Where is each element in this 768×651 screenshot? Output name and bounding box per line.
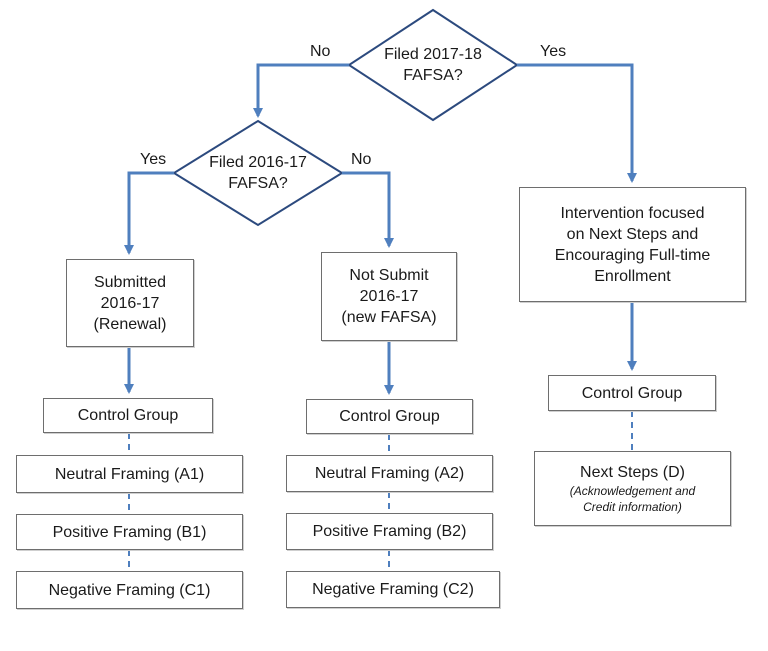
right-control-group: Control Group bbox=[548, 375, 716, 411]
intervention-line2: on Next Steps and bbox=[566, 225, 699, 243]
decision-label-2017-18: Filed 2017-18 FAFSA? bbox=[363, 44, 503, 86]
middle-neutral-framing: Neutral Framing (A2) bbox=[286, 455, 493, 492]
not-submit-line3: (new FAFSA) bbox=[341, 309, 437, 326]
connector-top-yes bbox=[517, 63, 637, 183]
decision-label-2017-18-line2: FAFSA? bbox=[403, 67, 463, 84]
not-submit-new-fafsa-box: Not Submit 2016-17 (new FAFSA) bbox=[321, 252, 457, 341]
next-steps-note-line2: Credit information) bbox=[583, 500, 682, 514]
left-positive-framing: Positive Framing (B1) bbox=[16, 514, 243, 550]
left-neutral-framing: Neutral Framing (A1) bbox=[16, 455, 243, 493]
middle-negative-framing: Negative Framing (C2) bbox=[286, 571, 500, 608]
connector-second-no bbox=[342, 171, 394, 248]
intervention-line1: Intervention focused bbox=[560, 204, 705, 222]
edge-label-top-no: No bbox=[310, 43, 331, 60]
connector-second-yes bbox=[124, 171, 174, 255]
not-submit-line1: Not Submit bbox=[349, 267, 429, 284]
decision-label-2016-17-line2: FAFSA? bbox=[228, 175, 288, 192]
decision-label-2017-18-line1: Filed 2017-18 bbox=[384, 46, 482, 63]
edge-label-top-yes: Yes bbox=[540, 43, 567, 60]
decision-diamond-2017-18 bbox=[347, 8, 519, 122]
decision-diamond-2016-17 bbox=[172, 119, 344, 227]
not-submit-line2: 2016-17 bbox=[359, 288, 419, 305]
middle-control-group: Control Group bbox=[306, 399, 473, 434]
edge-label-second-yes: Yes bbox=[140, 151, 167, 168]
intervention-line3: Encouraging Full-time bbox=[554, 246, 711, 264]
decision-label-2016-17-line1: Filed 2016-17 bbox=[209, 154, 307, 171]
next-steps-box: Next Steps (D) (Acknowledgement and Cred… bbox=[534, 451, 731, 526]
middle-positive-framing: Positive Framing (B2) bbox=[286, 513, 493, 550]
decision-label-2016-17: Filed 2016-17 FAFSA? bbox=[188, 152, 328, 194]
intervention-line4: Enrollment bbox=[594, 267, 671, 285]
edge-label-second-no: No bbox=[351, 151, 372, 168]
submitted-line1: Submitted bbox=[93, 273, 167, 291]
connector-top-no bbox=[253, 63, 349, 118]
intervention-box: Intervention focused on Next Steps and E… bbox=[519, 187, 746, 302]
next-steps-note-line1: (Acknowledgement and bbox=[569, 484, 696, 498]
next-steps-title: Next Steps (D) bbox=[580, 464, 685, 481]
submitted-renewal-box: Submitted 2016-17 (Renewal) bbox=[66, 259, 194, 347]
submitted-line2: 2016-17 bbox=[100, 294, 160, 312]
left-control-group: Control Group bbox=[43, 398, 213, 433]
submitted-line3: (Renewal) bbox=[93, 315, 167, 333]
left-negative-framing: Negative Framing (C1) bbox=[16, 571, 243, 609]
